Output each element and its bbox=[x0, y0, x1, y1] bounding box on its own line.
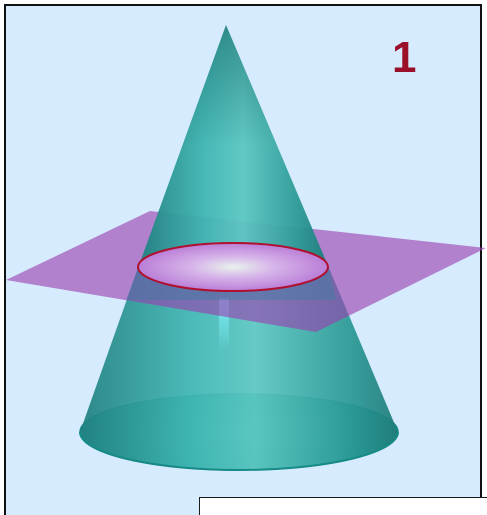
cone-upper-shading bbox=[138, 25, 329, 268]
caption-box bbox=[199, 497, 487, 515]
slide-number: 1 bbox=[392, 34, 416, 82]
cross-section-ellipse bbox=[138, 243, 328, 291]
